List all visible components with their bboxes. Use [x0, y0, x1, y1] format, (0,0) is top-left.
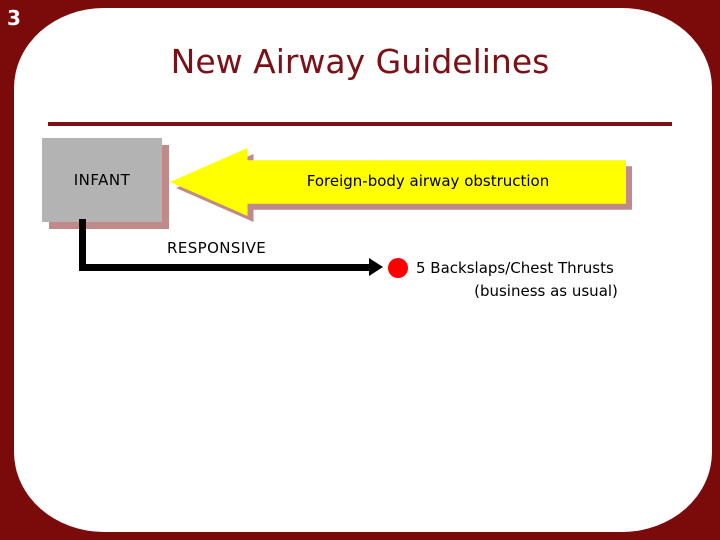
patient-box[interactable]: INFANT	[42, 138, 162, 222]
branch-connector-horizontal	[79, 264, 374, 271]
title-divider	[48, 122, 672, 126]
condition-arrow-label: Foreign-body airway obstruction	[306, 172, 550, 190]
outcome-text: 5 Backslaps/Chest Thrusts (business as u…	[416, 257, 676, 302]
outcome-line-secondary: (business as usual)	[474, 281, 618, 300]
slide-number: 3	[7, 6, 21, 30]
branch-arrowhead-icon	[369, 258, 383, 276]
patient-box-label: INFANT	[73, 171, 131, 189]
outcome-bullet-icon	[388, 258, 408, 278]
branch-connector-vertical	[79, 219, 86, 271]
outcome-line-primary: 5 Backslaps/Chest Thrusts	[416, 259, 614, 277]
branch-label-responsive: RESPONSIVE	[167, 239, 267, 257]
page-title: New Airway Guidelines	[170, 42, 550, 81]
